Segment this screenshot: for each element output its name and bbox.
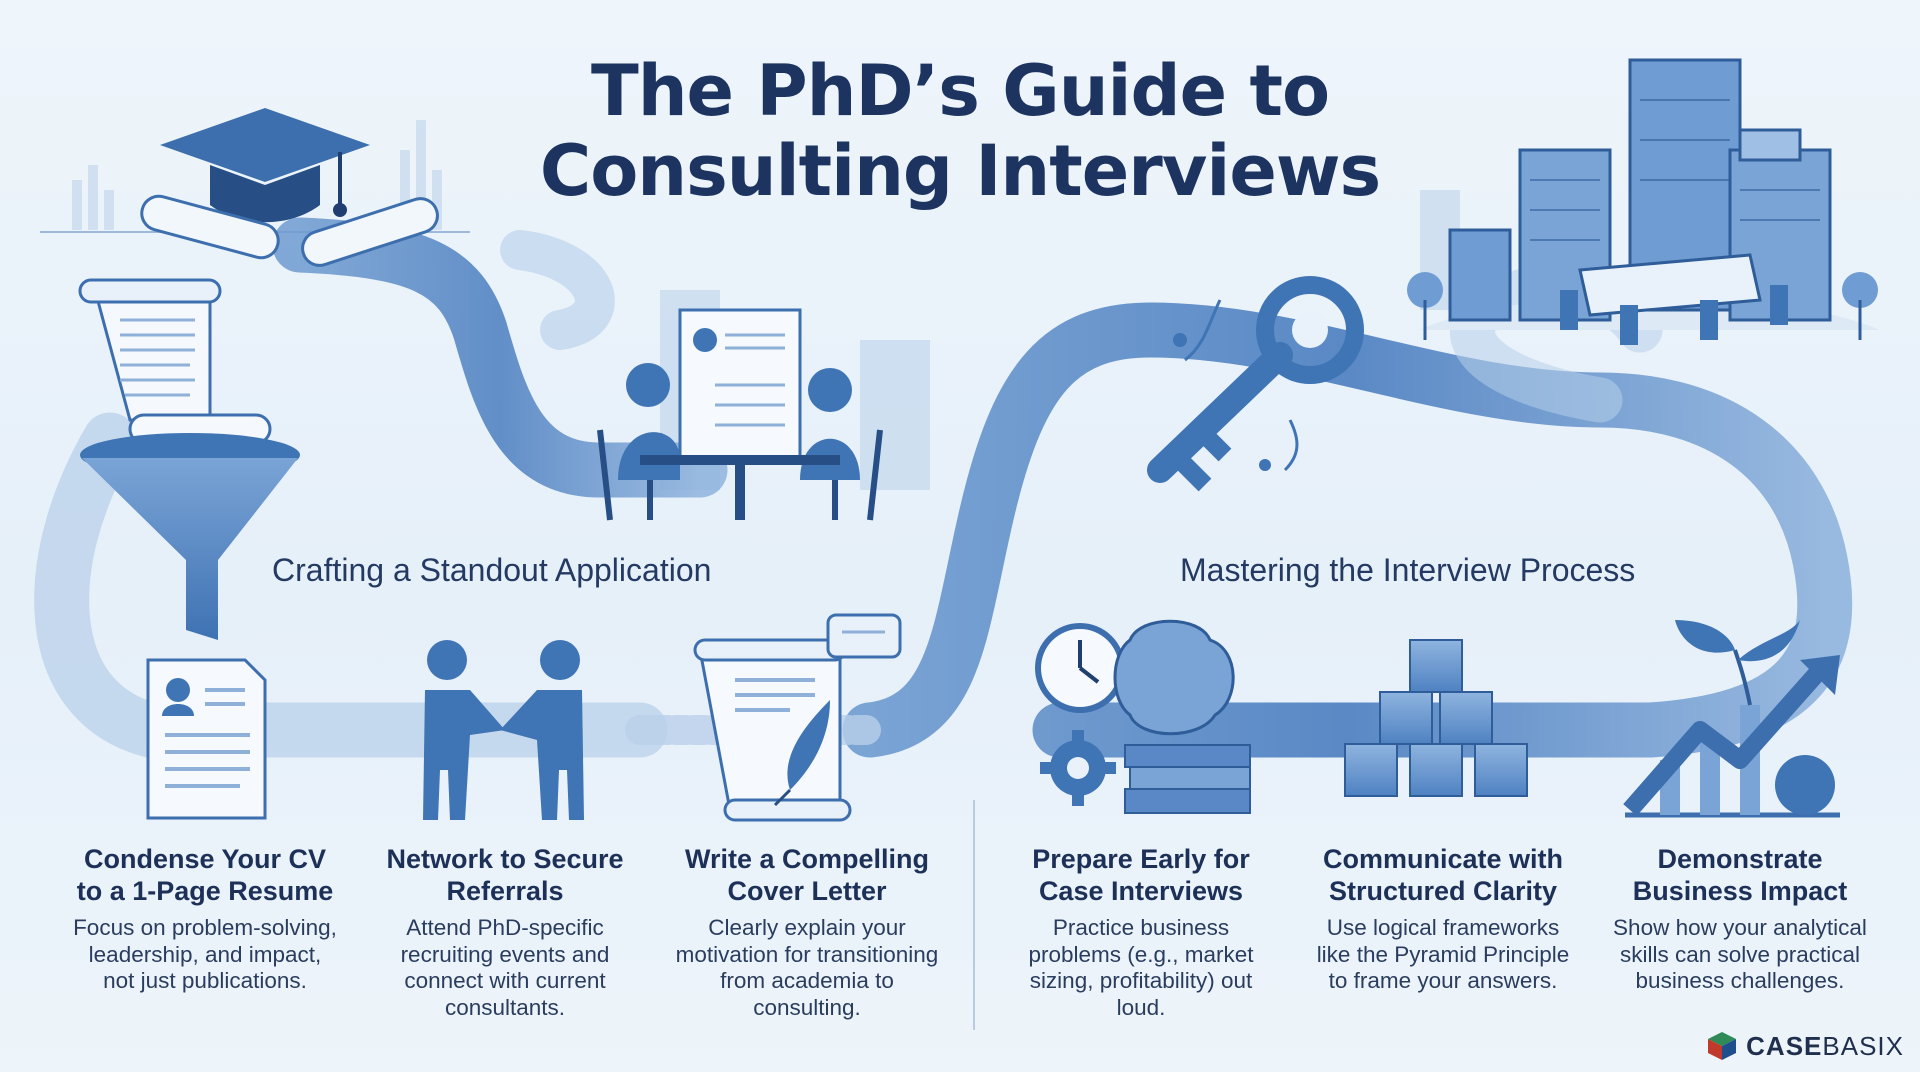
graduation-cap-icon: [140, 108, 439, 267]
step-structured-clarity: Communicate with Structured Clarity Use …: [1308, 843, 1578, 995]
step-description: Show how your analytical skills can solv…: [1613, 915, 1867, 993]
step-business-impact: Demonstrate Business Impact Show how you…: [1605, 843, 1875, 995]
step-description: Use logical frameworks like the Pyramid …: [1316, 915, 1570, 993]
step-network: Network to Secure Referrals Attend PhD-s…: [370, 843, 640, 1021]
step-description: Attend PhD-specific recruiting events an…: [400, 915, 610, 1020]
resume-icon: [146, 658, 267, 820]
cube-pyramid-icon: [1344, 639, 1528, 797]
step-heading: Network to Secure Referrals: [386, 844, 624, 906]
step-heading: Condense Your CV to a 1-Page Resume: [76, 844, 334, 906]
page-title-line-1: The PhD’s Guide to: [590, 50, 1330, 132]
step-heading: Communicate with Structured Clarity: [1322, 844, 1564, 906]
brand-cube-icon: [1708, 1032, 1737, 1060]
step-description: Clearly explain your motivation for tran…: [675, 915, 939, 1020]
growth-chart-icon: [1623, 620, 1840, 818]
city-icon: [1407, 58, 1880, 345]
key-icon: [1147, 276, 1364, 492]
scroll-funnel-icon: [78, 278, 300, 640]
step-heading: Prepare Early for Case Interviews: [1032, 844, 1250, 906]
step-case-interviews: Prepare Early for Case Interviews Practi…: [1006, 843, 1276, 1021]
brain-clock-icon: [1035, 619, 1251, 814]
brand-name-part1: CASE: [1746, 1030, 1823, 1061]
step-description: Practice business problems (e.g., market…: [1028, 915, 1254, 1020]
brand-name-part2: BASIX: [1822, 1030, 1904, 1061]
section-title-application: Crafting a Standout Application: [272, 552, 712, 588]
step-heading: Write a Compelling Cover Letter: [684, 844, 930, 906]
section-title-interview: Mastering the Interview Process: [1180, 552, 1636, 588]
page-title-line-2: Consulting Interviews: [539, 130, 1381, 212]
quill-letter-icon: [693, 613, 902, 822]
step-cover-letter: Write a Compelling Cover Letter Clearly …: [672, 843, 942, 1021]
step-heading: Demonstrate Business Impact: [1632, 844, 1848, 906]
step-condense-cv: Condense Your CV to a 1-Page Resume Focu…: [70, 843, 340, 995]
step-description: Focus on problem-solving, leadership, an…: [73, 915, 337, 993]
meeting-icon: [597, 308, 883, 521]
handshake-icon: [423, 640, 584, 820]
section-divider: [973, 800, 975, 1030]
